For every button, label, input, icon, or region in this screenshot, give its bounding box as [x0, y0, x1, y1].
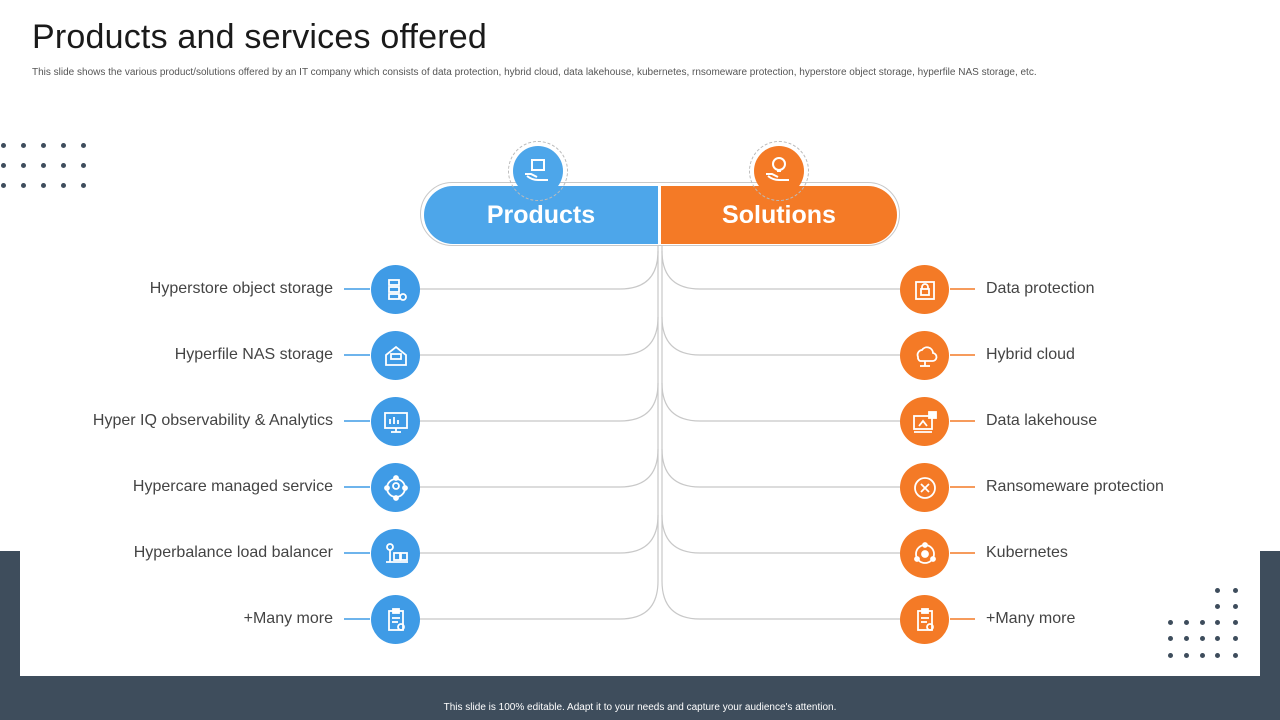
hand-bulb-icon — [749, 141, 809, 201]
product-label: Hyperbalance load balancer — [133, 544, 333, 561]
product-label: Hyperstore object storage — [149, 280, 333, 297]
header-outline — [420, 182, 900, 246]
solution-label: Kubernetes — [986, 544, 1068, 561]
storage-icon — [371, 265, 420, 314]
product-label: Hypercare managed service — [132, 478, 333, 495]
page-title: Products and services offered — [32, 18, 487, 56]
hand-box-icon — [508, 141, 568, 201]
solution-label: +Many more — [986, 610, 1076, 627]
data-protection-icon — [900, 265, 949, 314]
solution-label: Ransomeware protection — [986, 478, 1164, 495]
product-label: Hyperfile NAS storage — [174, 346, 333, 363]
solution-label: Hybrid cloud — [986, 346, 1075, 363]
kubernetes-icon — [900, 529, 949, 578]
clipboard-icon — [900, 595, 949, 644]
slide-card — [20, 0, 1260, 676]
analytics-icon — [371, 397, 420, 446]
footer-note: This slide is 100% editable. Adapt it to… — [443, 702, 837, 713]
solution-label: Data protection — [986, 280, 1095, 297]
product-label: +Many more — [243, 610, 333, 627]
network-people-icon — [371, 463, 420, 512]
page-subtitle: This slide shows the various product/sol… — [32, 67, 1037, 78]
product-label: Hyper IQ observability & Analytics — [92, 412, 333, 429]
cloud-icon — [900, 331, 949, 380]
clipboard-icon — [371, 595, 420, 644]
solutions-header: Solutions — [661, 186, 897, 244]
solution-label: Data lakehouse — [986, 412, 1098, 429]
nas-icon — [371, 331, 420, 380]
load-balancer-icon — [371, 529, 420, 578]
target-icon — [900, 463, 949, 512]
lakehouse-icon — [900, 397, 949, 446]
